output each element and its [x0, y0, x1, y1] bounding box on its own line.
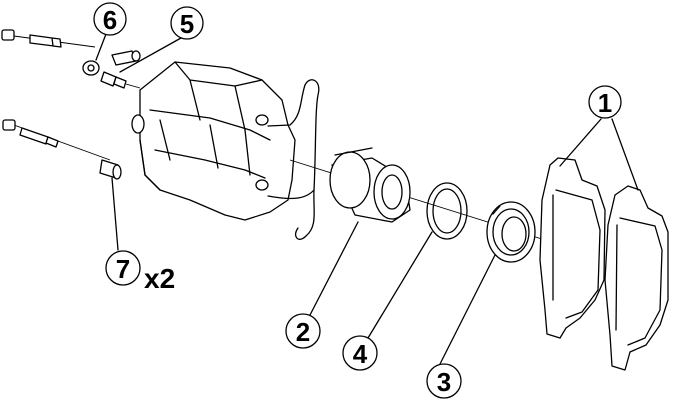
callout-6-label: 6 [103, 5, 117, 35]
dust-boot [486, 201, 536, 263]
guide-pin-upper [1, 29, 96, 48]
callout-3-label: 3 [437, 367, 451, 397]
bleed-screw-washer [82, 60, 100, 76]
callout-6: 6 [93, 2, 127, 36]
quantity-label: x2 [144, 263, 175, 294]
leader-lines [95, 33, 639, 365]
callout-4-label: 4 [353, 339, 368, 369]
guide-sleeve [99, 159, 122, 180]
callout-7-label: 7 [116, 254, 130, 284]
callout-2: 2 [285, 313, 321, 349]
bleed-screw-cap [111, 50, 141, 66]
callout-1-label: 1 [598, 88, 612, 118]
piston [329, 147, 411, 223]
brake-pad-inner [539, 157, 606, 339]
guide-pin-lower [2, 119, 111, 161]
callout-5: 5 [170, 6, 204, 40]
callout-7: 7 [105, 250, 141, 286]
callout-2-label: 2 [296, 317, 310, 347]
callout-4: 4 [342, 335, 378, 371]
piston-seal [426, 182, 468, 240]
callout-5-label: 5 [180, 9, 194, 39]
caliper-housing [131, 61, 296, 221]
retaining-spring [267, 79, 320, 240]
callout-1: 1 [588, 85, 622, 119]
callout-3: 3 [426, 363, 462, 399]
brake-pad-outer [604, 185, 669, 371]
bleed-screw [100, 71, 141, 89]
